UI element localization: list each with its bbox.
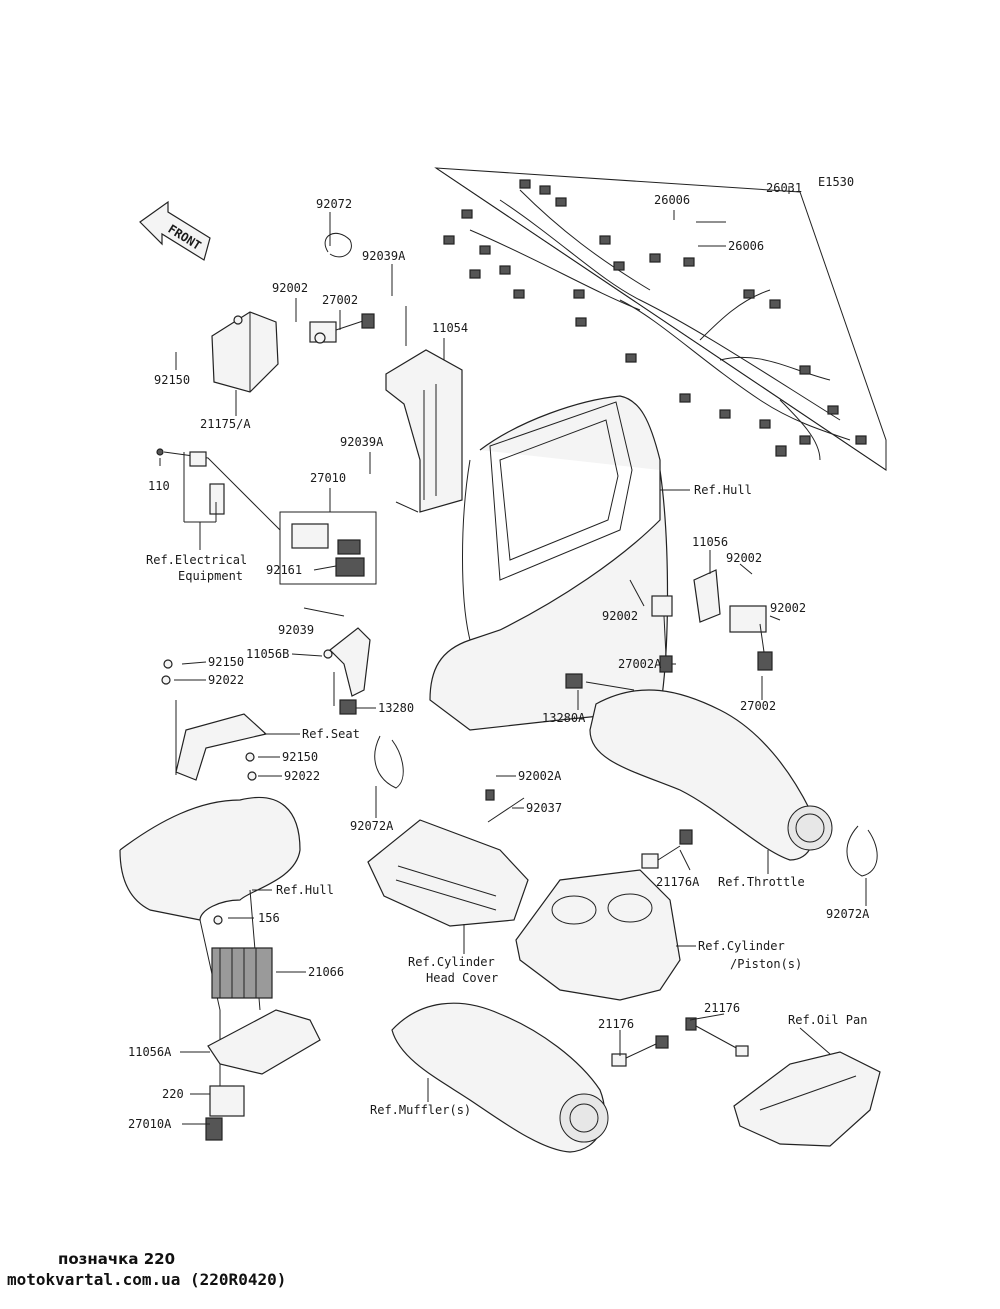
label-92022-b: 92022: [284, 769, 320, 783]
label-11054: 11054: [432, 321, 468, 335]
label-11056b: 11056B: [246, 647, 289, 661]
label-92002-b: 92002: [726, 551, 762, 565]
label-92039a-top: 92039A: [362, 249, 406, 263]
label-92039: 92039: [278, 623, 314, 637]
label-26006-b: 26006: [728, 239, 764, 253]
ecu-21175: [211, 311, 279, 393]
label-ref-hull-bottom: Ref.Hull: [276, 883, 334, 897]
clip-92072: [324, 232, 352, 258]
label-92002-d: 92002: [770, 601, 806, 615]
label-92072: 92072: [316, 197, 352, 211]
oil-pan: [733, 1051, 881, 1147]
label-ref-cylinder-2: /Piston(s): [730, 957, 802, 971]
label-220: 220: [162, 1087, 184, 1101]
label-13280: 13280: [378, 701, 414, 715]
muffler: [391, 1002, 609, 1153]
diagram-code: E1530: [818, 175, 854, 189]
label-26006-a: 26006: [654, 193, 690, 207]
label-ref-cylinder: Ref.Cylinder: [698, 939, 785, 953]
regulator-21066: [207, 915, 321, 1075]
label-92072a-right: 92072A: [826, 907, 870, 921]
label-21176-c: 21176: [704, 1001, 740, 1015]
label-92002-c: 92002: [602, 609, 638, 623]
label-ref-seat: Ref.Seat: [302, 727, 360, 741]
label-ref-electrical-2: Equipment: [178, 569, 243, 583]
footer-site: motokvartal.com.ua (220R0420): [7, 1270, 287, 1289]
footer-note: позначка 220: [58, 1250, 176, 1268]
part-13280: [339, 699, 357, 715]
label-92150-c: 92150: [282, 750, 318, 764]
cylinder-head-cover: [367, 789, 529, 927]
front-arrow-icon: FRONT: [139, 200, 211, 261]
label-92039a-mid: 92039A: [340, 435, 384, 449]
clip-92072a-left: [374, 735, 404, 789]
label-ref-throttle: Ref.Throttle: [718, 875, 805, 889]
lower-hull: [119, 796, 301, 1110]
hull-panel: [429, 395, 669, 731]
label-21176a: 21176A: [656, 875, 700, 889]
wire-110: [156, 448, 281, 531]
label-ref-electrical: Ref.Electrical: [146, 553, 247, 567]
label-92161: 92161: [266, 563, 302, 577]
label-156: 156: [258, 911, 280, 925]
label-27010: 27010: [310, 471, 346, 485]
label-92150-a: 92150: [154, 373, 190, 387]
label-27002-top: 27002: [322, 293, 358, 307]
sensor-27002-top: [309, 313, 375, 344]
label-27002a: 27002A: [618, 657, 662, 671]
wiring-harness-assembly: [434, 167, 887, 471]
label-11056: 11056: [692, 535, 728, 549]
label-13280a: 13280A: [542, 711, 586, 725]
label-ref-muffler: Ref.Muffler(s): [370, 1103, 471, 1117]
cylinder-block: [515, 869, 681, 1001]
relay-27010a: [205, 1085, 245, 1141]
label-21066: 21066: [308, 965, 344, 979]
label-92037: 92037: [526, 801, 562, 815]
label-21176-b: 21176: [598, 1017, 634, 1031]
label-ref-cylinder-head: Ref.Cylinder: [408, 955, 495, 969]
label-11056a: 11056A: [128, 1045, 172, 1059]
label-92022-a: 92022: [208, 673, 244, 687]
label-ref-cylinder-head-2: Head Cover: [426, 971, 498, 985]
leader-lines: [159, 210, 867, 1125]
sensor-group-right: [651, 569, 773, 673]
relay-27010: [279, 511, 377, 585]
label-92072a-left: 92072A: [350, 819, 394, 833]
label-92002a: 92002A: [518, 769, 562, 783]
sensor-21176-pair: [611, 1017, 749, 1067]
label-110: 110: [148, 479, 170, 493]
sensor-21176a: [641, 829, 693, 869]
clip-92072a-right: [846, 825, 878, 877]
label-ref-hull-top: Ref.Hull: [694, 483, 752, 497]
label-26031: 26031: [766, 181, 802, 195]
throttle-body: [565, 673, 833, 861]
label-27010a: 27010A: [128, 1117, 172, 1131]
label-27002-right: 27002: [740, 699, 776, 713]
label-ref-oil-pan: Ref.Oil Pan: [788, 1013, 867, 1027]
bracket-11056b: [323, 627, 371, 697]
bracket-11054: [385, 349, 463, 513]
label-92002-top: 92002: [272, 281, 308, 295]
label-21175: 21175/A: [200, 417, 251, 431]
label-92150-b: 92150: [208, 655, 244, 669]
